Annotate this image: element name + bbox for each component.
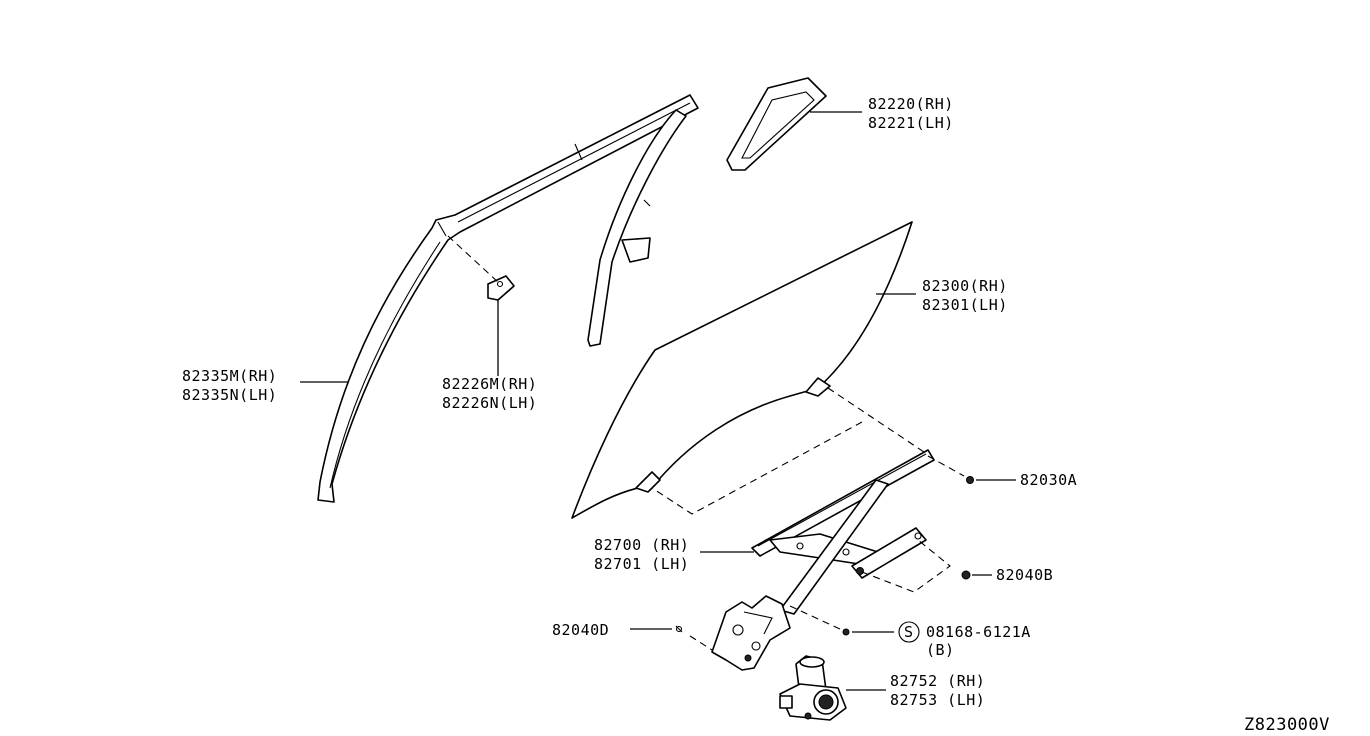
bolt-82040b-icon[interactable] xyxy=(961,570,971,580)
guide-channel-part[interactable] xyxy=(587,109,687,347)
label-door-glass-rh: 82300(RH) xyxy=(922,277,1008,295)
label-screw-part: 08168-6121A xyxy=(926,623,1031,641)
label-bolt-a: 82030A xyxy=(1020,471,1077,489)
corner-glass-part[interactable] xyxy=(726,77,827,171)
screw-symbol-circle xyxy=(898,621,920,643)
label-screw-symbol: S xyxy=(904,623,914,641)
label-screw-qty: (B) xyxy=(926,641,955,659)
label-corner-glass-lh: 82221(LH) xyxy=(868,114,954,132)
label-sash-lh: 82335N(LH) xyxy=(182,386,277,404)
label-bolt-b: 82040B xyxy=(996,566,1053,584)
assembly-dashed-lines xyxy=(447,235,965,651)
label-regulator-lh: 82701 (LH) xyxy=(594,555,689,573)
label-bracket-rh: 82226M(RH) xyxy=(442,375,537,393)
label-motor-lh: 82753 (LH) xyxy=(890,691,985,709)
door-glass-part[interactable] xyxy=(571,221,913,519)
label-corner-glass-rh: 82220(RH) xyxy=(868,95,954,113)
label-regulator-rh: 82700 (RH) xyxy=(594,536,689,554)
label-sash-rh: 82335M(RH) xyxy=(182,367,277,385)
regulator-motor-part[interactable] xyxy=(779,655,847,721)
diagram-id: Z823000V xyxy=(1244,715,1330,735)
bolt-82040d-icon[interactable] xyxy=(675,625,683,633)
leader-lines xyxy=(300,111,1016,691)
label-motor-rh: 82752 (RH) xyxy=(890,672,985,690)
label-door-glass-lh: 82301(LH) xyxy=(922,296,1008,314)
bolt-82030a-icon[interactable] xyxy=(966,476,974,484)
door-sash-part[interactable] xyxy=(317,94,699,503)
label-bolt-d: 82040D xyxy=(552,621,609,639)
window-regulator-part[interactable] xyxy=(711,449,935,671)
screw-08168-icon[interactable] xyxy=(842,628,850,636)
sash-bracket-part[interactable] xyxy=(487,275,515,301)
label-bracket-lh: 82226N(LH) xyxy=(442,394,537,412)
